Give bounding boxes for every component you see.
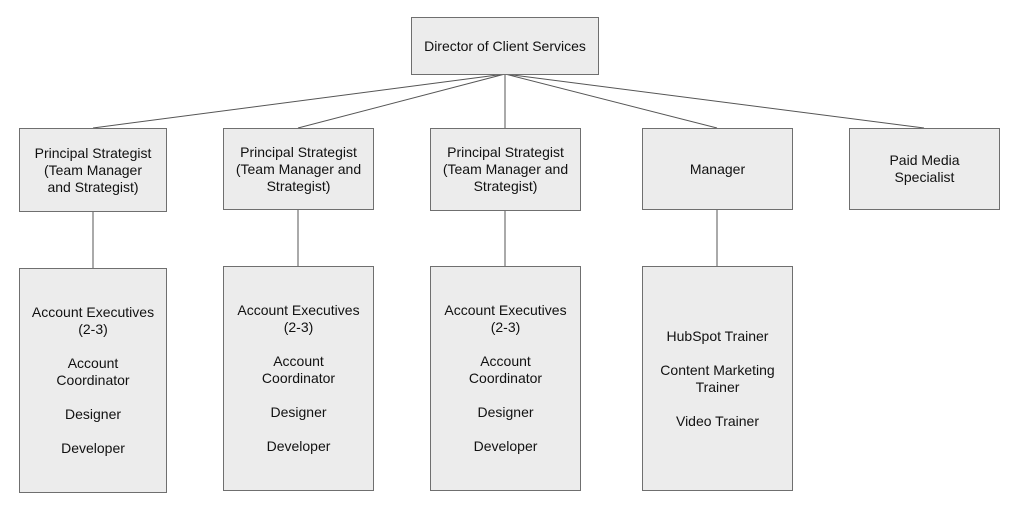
connector-root-to-manager-1 [92, 73, 506, 129]
connector-root-to-manager-2 [297, 73, 506, 129]
team-role-line: Account [67, 355, 119, 371]
node-team-1: Account Executives (2-3) Account Coordin… [19, 268, 167, 493]
team-role-line: (2-3) [490, 319, 521, 335]
team-role-line: Trainer [695, 378, 740, 395]
team-role-line: (2-3) [283, 319, 314, 335]
connector-root-to-manager-5 [504, 73, 925, 129]
team-role-line: Account Executives [237, 302, 360, 318]
team-role-line: Designer [477, 404, 534, 420]
node-principal-strategist-3: Principal Strategist (Team Manager and S… [430, 128, 581, 211]
node-principal-strategist-2: Principal Strategist (Team Manager and S… [223, 128, 374, 210]
team-role-line: Developer [61, 440, 125, 456]
team-role-line: Designer [64, 406, 122, 422]
node-label-line: (Team Manager and [235, 160, 362, 177]
team-role-line: Developer [266, 438, 331, 454]
node-label-line: Strategist) [473, 178, 538, 194]
team-role-line: Account [480, 353, 531, 369]
node-label-line: Paid Media [889, 152, 960, 168]
team-role-line: Video Trainer [675, 412, 759, 429]
team-role-line: Account Executives [444, 302, 567, 318]
node-director: Director of Client Services [411, 17, 599, 75]
node-label-line: Strategist) [266, 177, 331, 194]
node-label-line: Specialist [894, 169, 955, 185]
node-label-line: (Team Manager [43, 161, 143, 178]
node-principal-strategist-1: Principal Strategist (Team Manager and S… [19, 128, 167, 212]
node-label-line: and Strategist) [47, 178, 139, 195]
node-team-2: Account Executives (2-3) Account Coordin… [223, 266, 374, 491]
node-paid-media-specialist: Paid Media Specialist [849, 128, 1000, 210]
team-role-line: Coordinator [56, 372, 130, 388]
node-manager: Manager [642, 128, 793, 210]
team-role-line: Content Marketing [660, 361, 775, 378]
node-label-line: Principal Strategist [447, 144, 564, 160]
team-role-line: Account Executives [31, 304, 155, 320]
team-role-line: HubSpot Trainer [666, 327, 769, 344]
team-role-line: Coordinator [261, 370, 336, 386]
connector-root-to-manager-4 [504, 73, 718, 129]
team-role-line: Designer [270, 404, 327, 420]
team-role-line: (2-3) [78, 321, 108, 337]
node-team-4: HubSpot Trainer Content Marketing Traine… [642, 266, 793, 491]
node-team-3: Account Executives (2-3) Account Coordin… [430, 266, 581, 491]
node-label-line: Manager [689, 160, 746, 177]
team-role-line: Developer [473, 438, 538, 454]
node-label-line: Principal Strategist [34, 144, 152, 161]
team-role-line: Account [273, 353, 324, 369]
node-director-label: Director of Client Services [424, 37, 586, 54]
team-role-line: Coordinator [468, 370, 543, 386]
node-label-line: Principal Strategist [240, 143, 357, 160]
node-label-line: (Team Manager and [442, 161, 569, 177]
